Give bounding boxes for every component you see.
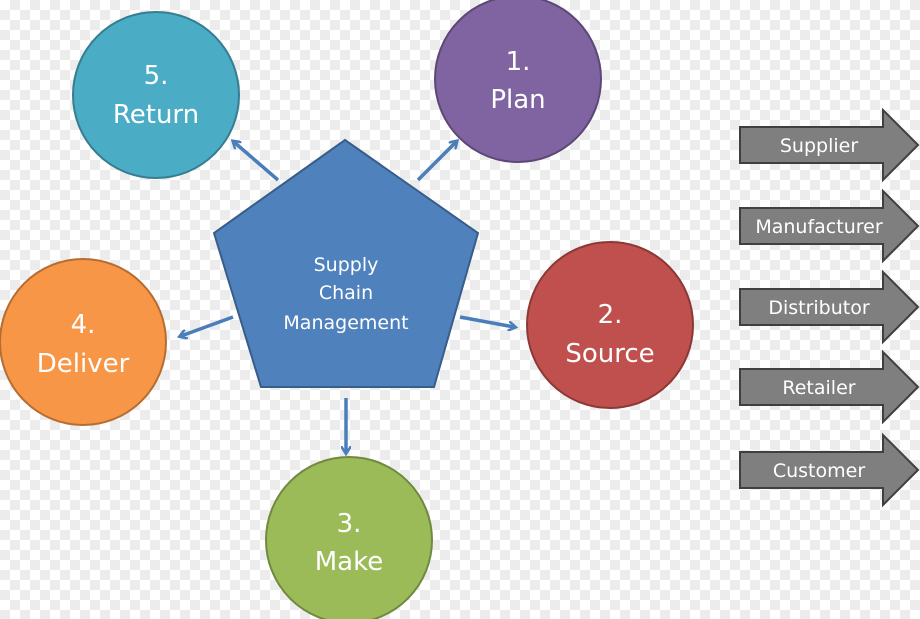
- chain-label-distributor: Distributor: [768, 297, 870, 319]
- chain-label-customer: Customer: [773, 460, 865, 482]
- pentagon-shape: [212, 138, 480, 388]
- step-make-label: Make: [315, 547, 384, 577]
- center-label-line2: Chain: [319, 282, 373, 304]
- step-deliver-circle: 4. Deliver: [0, 258, 167, 426]
- step-make-number: 3.: [337, 509, 362, 539]
- center-label-line3: Management: [283, 312, 408, 334]
- step-source-number: 2.: [598, 300, 623, 330]
- arrow-to-return: [234, 142, 280, 182]
- chain-label-supplier: Supplier: [780, 135, 858, 157]
- step-deliver-label: Deliver: [37, 349, 130, 379]
- step-deliver-number: 4.: [71, 310, 96, 340]
- chain-label-retailer: Retailer: [782, 377, 855, 399]
- step-source-label: Source: [565, 339, 654, 369]
- step-plan-number: 1.: [506, 47, 531, 77]
- step-return-label: Return: [113, 100, 199, 130]
- chain-arrow-customer: Customer: [739, 432, 920, 508]
- center-pentagon: Supply Chain Management: [212, 138, 480, 388]
- chain-arrow-distributor: Distributor: [739, 269, 920, 345]
- step-source-circle: 2. Source: [526, 241, 694, 409]
- center-label-line1: Supply: [314, 254, 379, 276]
- arrow-to-plan: [416, 142, 456, 182]
- chain-label-manufacturer: Manufacturer: [755, 216, 882, 238]
- chain-arrow-supplier: Supplier: [739, 107, 920, 183]
- arrow-to-source: [459, 315, 514, 327]
- step-return-number: 5.: [144, 61, 169, 91]
- chain-arrow-retailer: Retailer: [739, 349, 920, 425]
- step-make-circle: 3. Make: [265, 456, 433, 619]
- step-return-circle: 5. Return: [72, 11, 240, 179]
- chain-arrow-manufacturer: Manufacturer: [739, 188, 920, 264]
- arrow-to-deliver: [181, 315, 234, 336]
- step-plan-circle: 1. Plan: [434, 0, 602, 163]
- step-plan-label: Plan: [490, 85, 545, 115]
